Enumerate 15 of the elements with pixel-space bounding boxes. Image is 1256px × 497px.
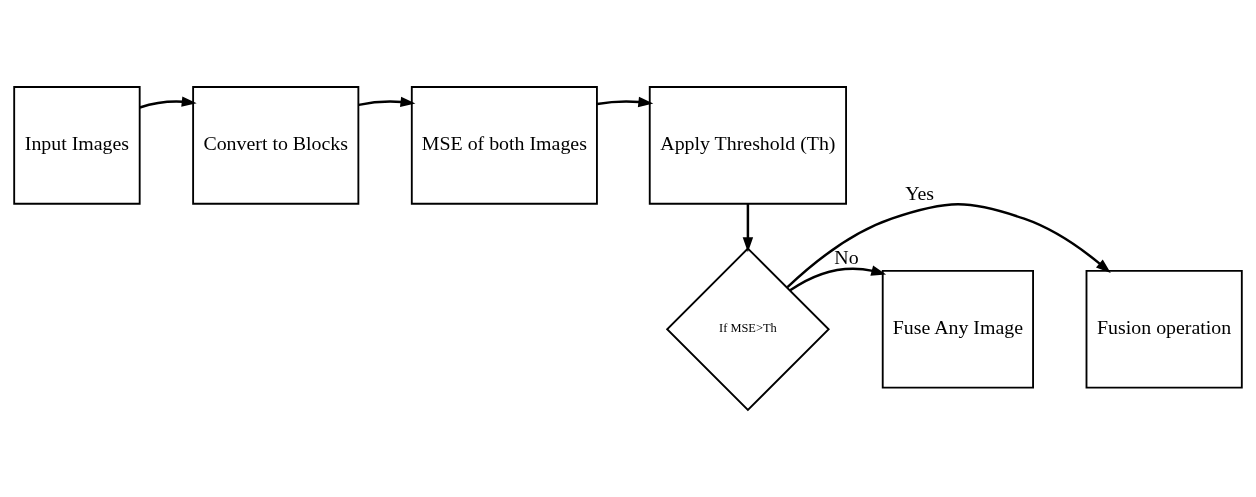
arrow bbox=[786, 203, 1111, 289]
node-box: Convert to Blocks bbox=[192, 86, 360, 205]
node-box: Fusion operation bbox=[1085, 269, 1243, 389]
arrow bbox=[789, 265, 887, 292]
node-box: MSE of both Images bbox=[410, 86, 598, 205]
arrow bbox=[358, 96, 416, 108]
node-diamond: If MSE>Th bbox=[665, 247, 830, 412]
arrow bbox=[742, 204, 754, 253]
edge-label: Yes bbox=[905, 182, 935, 205]
arrow bbox=[596, 96, 654, 108]
edge-label: No bbox=[834, 246, 859, 269]
node-box: Input Images bbox=[13, 86, 141, 205]
node-box: Fuse Any Image bbox=[881, 269, 1034, 389]
node-box: Apply Threshold (Th) bbox=[648, 86, 847, 205]
arrow bbox=[139, 96, 197, 109]
